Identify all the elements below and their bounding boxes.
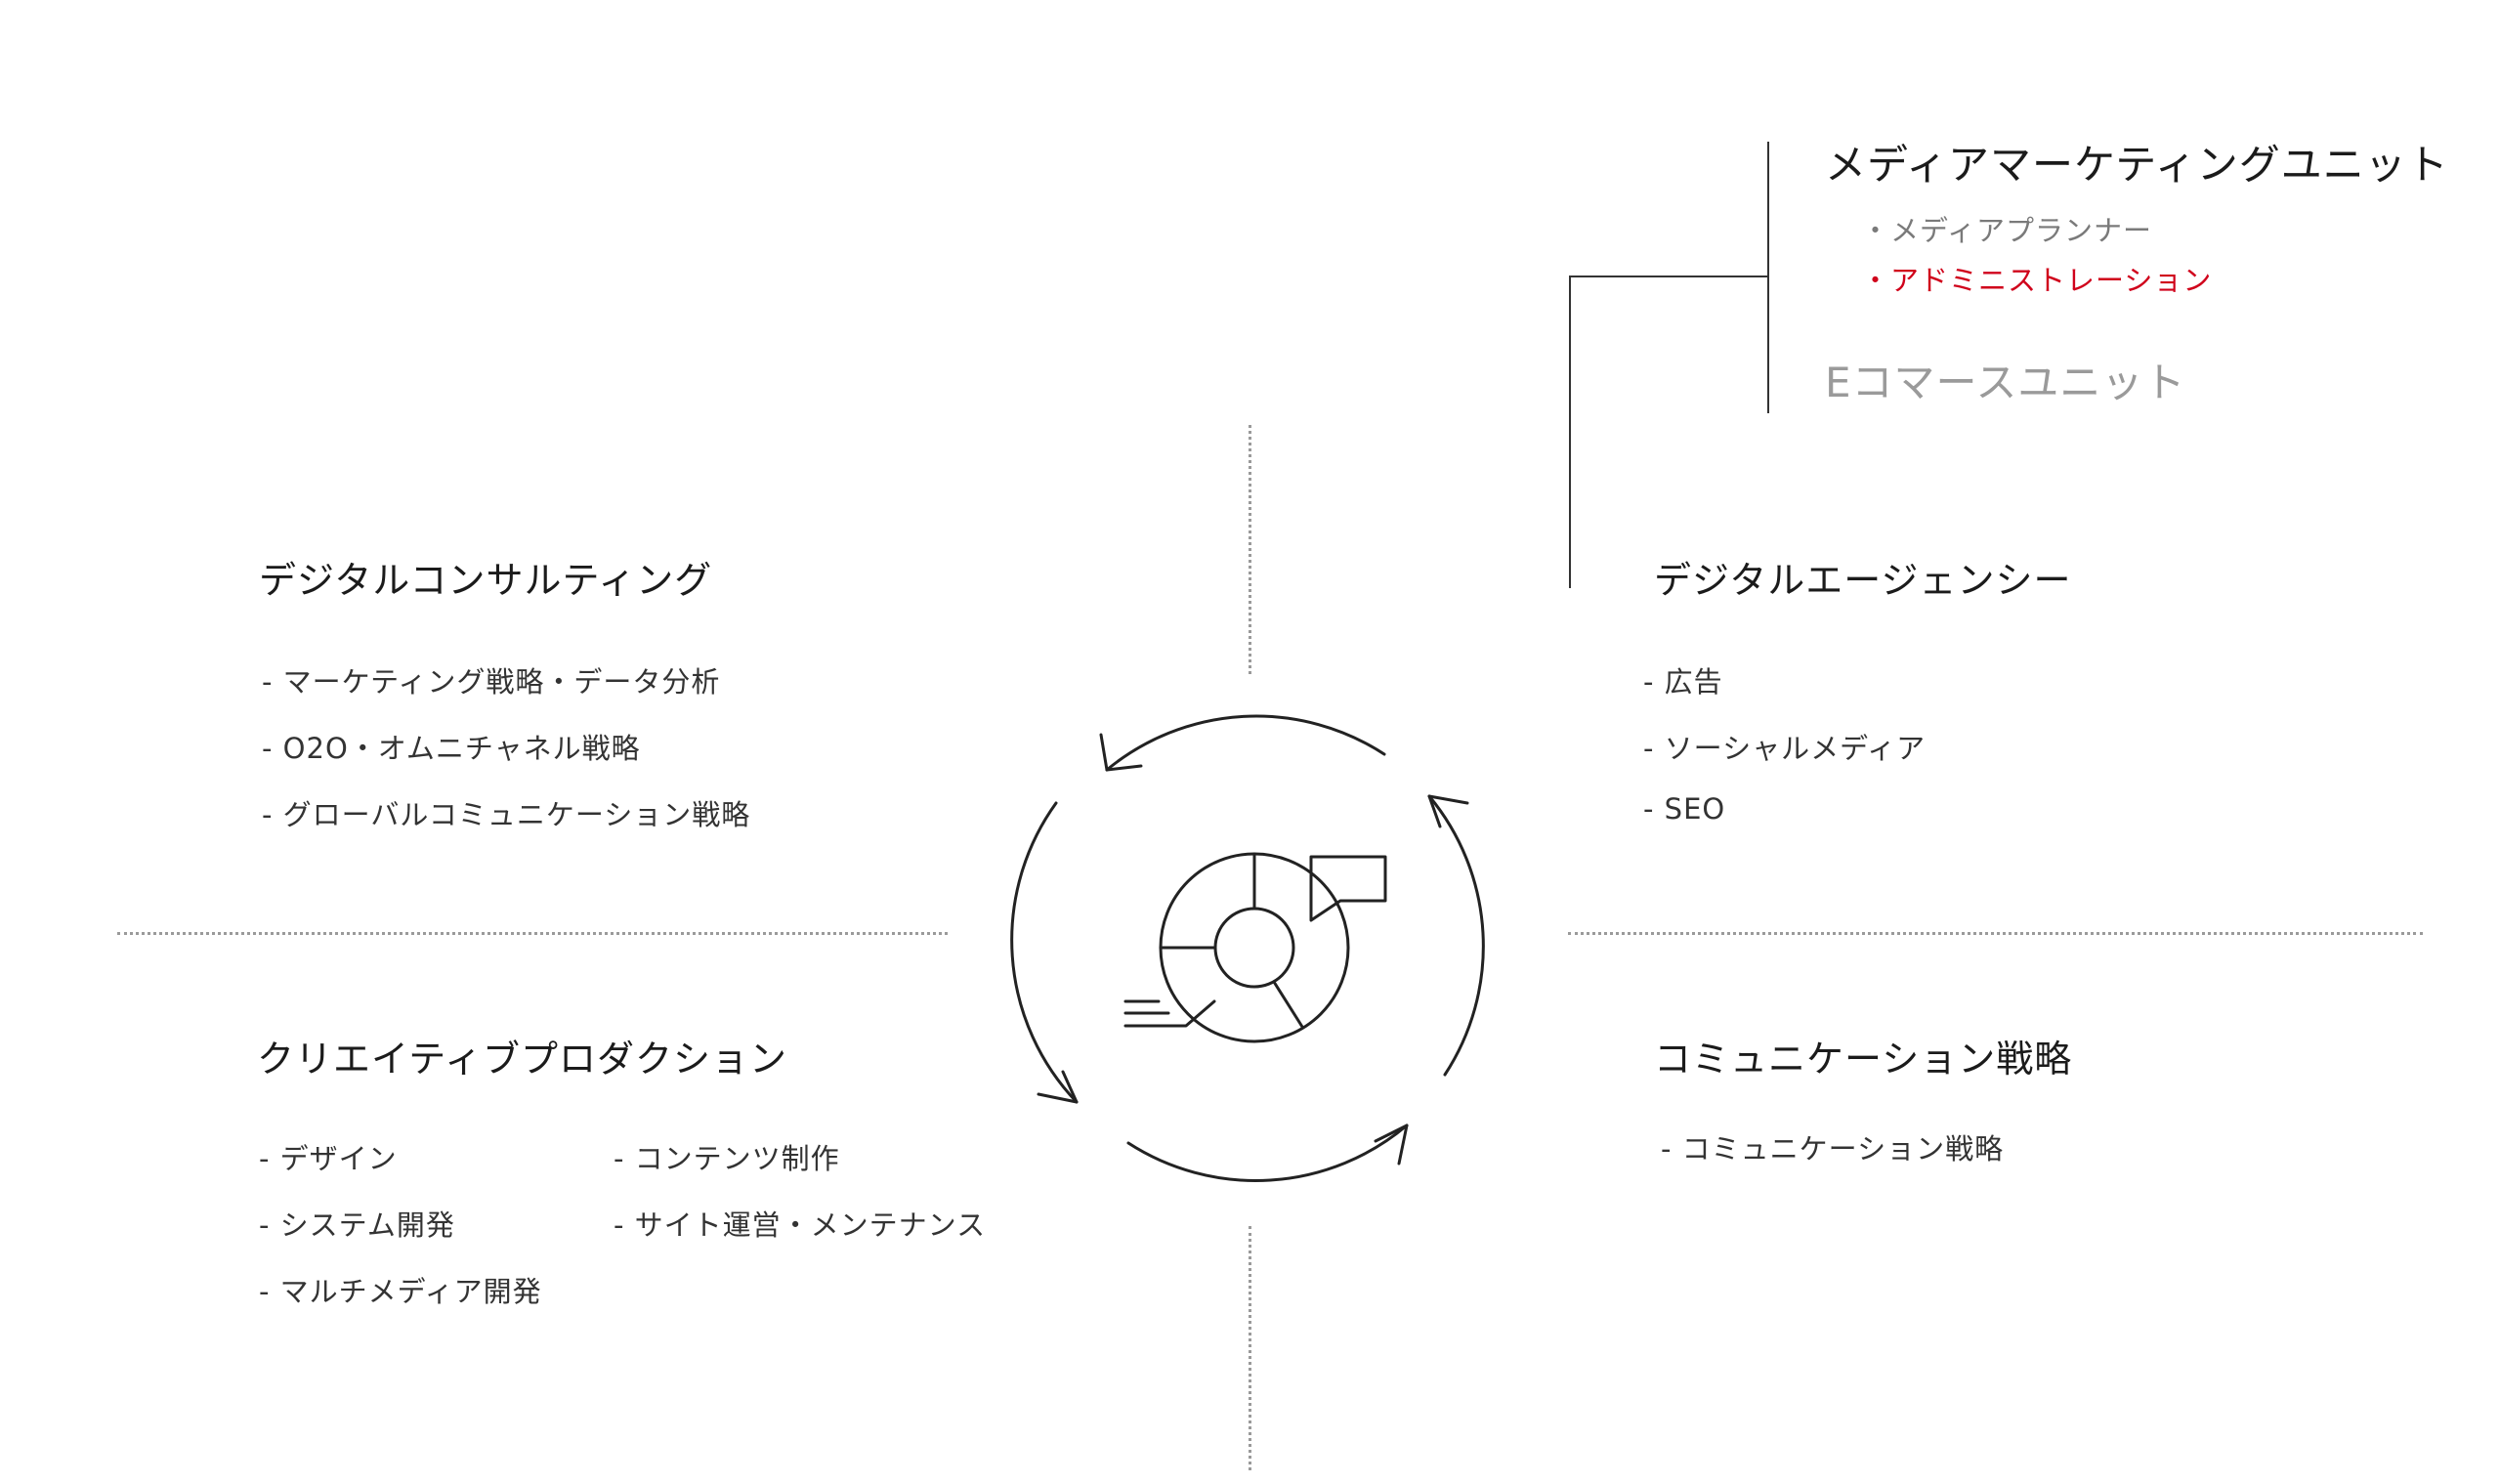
- divider-bottom: [1249, 1226, 1251, 1470]
- creative-item: - コンテンツ制作: [614, 1142, 840, 1175]
- agency-item: - ソーシャルメディア: [1643, 732, 1927, 765]
- consulting-item: - グローバルコミュニケーション戦略: [262, 798, 751, 831]
- connector-horizontal: [1569, 276, 1769, 277]
- communication-strategy-title: コミュニケーション戦略: [1654, 1038, 2073, 1081]
- media-planner-item[interactable]: ・メディアプランナー: [1861, 214, 2152, 247]
- digital-agency-title: デジタルエージェンシー: [1654, 559, 2072, 602]
- consulting-item: - マーケティング戦略・データ分析: [262, 665, 721, 699]
- agency-item: - SEO: [1643, 792, 1726, 826]
- digital-consulting-title: デジタルコンサルティング: [259, 559, 713, 602]
- creative-item: - デザイン: [259, 1142, 398, 1175]
- creative-item: - システム開発: [259, 1208, 455, 1242]
- communication-item: - コミュニケーション戦略: [1661, 1132, 2005, 1166]
- administration-item[interactable]: ・アドミニストレーション: [1861, 264, 2213, 297]
- connector-vertical-left: [1569, 276, 1571, 588]
- creative-item: - サイト運営・メンテナンス: [614, 1208, 987, 1242]
- ecommerce-unit-title[interactable]: Eコマースユニット: [1825, 359, 2186, 406]
- creative-production-title: クリエイティブプロダクション: [257, 1038, 787, 1081]
- donut-chart-speech-icon: [1123, 852, 1387, 1043]
- connector-vertical-right: [1767, 142, 1769, 413]
- divider-top: [1249, 425, 1251, 674]
- creative-item: - マルチメディア開発: [259, 1275, 542, 1308]
- divider-right: [1568, 932, 2423, 935]
- divider-left: [117, 932, 948, 935]
- agency-item: - 広告: [1643, 665, 1723, 699]
- media-marketing-unit-title[interactable]: メディアマーケティングユニット: [1825, 141, 2449, 189]
- consulting-item: - O2O・オムニチャネル戦略: [262, 732, 641, 765]
- cycle-arrows-icon: [1010, 714, 1485, 1182]
